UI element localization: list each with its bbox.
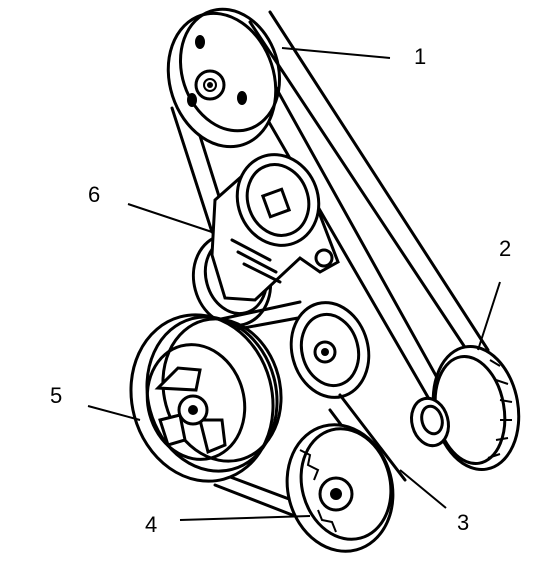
lower-pulley — [285, 423, 395, 553]
tensioner-assembly — [191, 153, 340, 328]
top-pulley — [166, 7, 282, 149]
callout-3: 3 — [457, 510, 470, 535]
leader-3 — [399, 469, 447, 509]
callout-2: 2 — [499, 236, 512, 261]
leader-lines — [87, 47, 501, 521]
leader-2 — [477, 281, 501, 351]
callout-1: 1 — [414, 44, 427, 69]
leader-1 — [281, 47, 391, 59]
leader-4 — [179, 515, 311, 521]
leader-5 — [87, 405, 141, 421]
lower-right-pulley — [410, 345, 521, 471]
crankshaft-pulley — [129, 313, 283, 483]
callout-4: 4 — [145, 512, 158, 537]
middle-idler-pulley — [289, 301, 371, 399]
callout-5: 5 — [50, 383, 63, 408]
callout-6: 6 — [88, 182, 101, 207]
leader-6 — [127, 203, 213, 233]
